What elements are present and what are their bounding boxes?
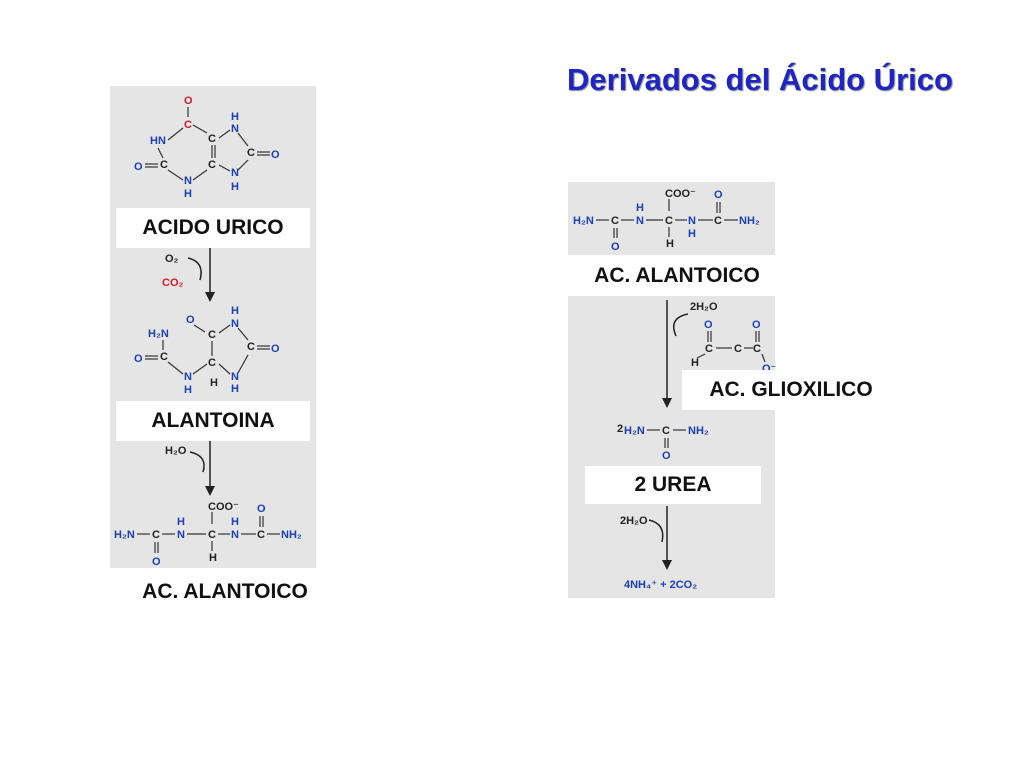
svg-text:N: N	[184, 371, 192, 383]
label-2-urea: 2 UREA	[585, 466, 761, 504]
svg-text:N: N	[688, 215, 696, 227]
svg-text:C: C	[753, 343, 761, 355]
svg-text:H: H	[231, 305, 239, 317]
urea-structure: 2 H₂N C O NH₂	[617, 423, 709, 462]
svg-text:O: O	[714, 189, 723, 201]
svg-text:O: O	[611, 241, 620, 253]
svg-text:C: C	[208, 529, 216, 541]
label-alantoina: ALANTOINA	[116, 401, 310, 441]
svg-text:N: N	[177, 529, 185, 541]
svg-text:H₂N: H₂N	[114, 529, 135, 541]
svg-text:C: C	[611, 215, 619, 227]
svg-text:COO⁻: COO⁻	[208, 501, 239, 513]
svg-text:H: H	[666, 238, 674, 250]
co2-product: CO₂	[162, 277, 184, 289]
svg-text:H: H	[688, 228, 696, 240]
svg-text:H₂N: H₂N	[148, 328, 169, 340]
two-h2o-reagent-a: 2H₂O	[690, 301, 718, 313]
o2-reagent: O₂	[165, 253, 179, 265]
svg-text:H: H	[231, 111, 239, 123]
svg-text:C: C	[208, 159, 216, 171]
svg-text:C: C	[208, 357, 216, 369]
svg-text:N: N	[636, 215, 644, 227]
svg-text:O: O	[152, 556, 161, 568]
svg-text:H: H	[184, 384, 192, 396]
right-pathway-panel	[568, 296, 775, 598]
svg-text:H₂N: H₂N	[573, 215, 594, 227]
label-acido-urico: ACIDO URICO	[116, 208, 310, 248]
svg-text:NH₂: NH₂	[281, 529, 302, 541]
svg-text:O: O	[271, 343, 280, 355]
allantoic-acid-left-structure: COO⁻ C H H₂N C O N H N H C O NH₂	[114, 501, 302, 568]
svg-text:COO⁻: COO⁻	[665, 188, 696, 200]
label-ac-glioxilico: AC. GLIOXILICO	[682, 370, 900, 410]
svg-text:O: O	[134, 161, 143, 173]
svg-text:H: H	[231, 383, 239, 395]
svg-text:O: O	[184, 95, 193, 107]
svg-text:H: H	[184, 188, 192, 200]
svg-text:N: N	[231, 529, 239, 541]
svg-text:C: C	[160, 351, 168, 363]
svg-text:N: N	[231, 167, 239, 179]
svg-text:O: O	[134, 353, 143, 365]
svg-text:H: H	[636, 202, 644, 214]
svg-text:C: C	[247, 147, 255, 159]
slide-title: Derivados del Ácido Úrico	[567, 62, 953, 97]
svg-text:C: C	[665, 215, 673, 227]
svg-text:H: H	[231, 516, 239, 528]
svg-text:C: C	[705, 343, 713, 355]
svg-text:O: O	[186, 314, 195, 326]
svg-text:H: H	[691, 357, 699, 369]
svg-text:C: C	[714, 215, 722, 227]
svg-text:H: H	[209, 552, 217, 564]
svg-text:2: 2	[617, 423, 623, 435]
svg-text:C: C	[160, 159, 168, 171]
svg-text:O: O	[271, 149, 280, 161]
svg-text:O: O	[704, 319, 713, 331]
svg-text:H₂N: H₂N	[624, 425, 645, 437]
svg-text:C: C	[208, 329, 216, 341]
svg-text:NH₂: NH₂	[688, 425, 709, 437]
svg-text:HN: HN	[150, 135, 166, 147]
svg-text:C: C	[257, 529, 265, 541]
svg-text:O: O	[752, 319, 761, 331]
svg-text:C: C	[247, 341, 255, 353]
svg-text:N: N	[231, 123, 239, 135]
svg-text:N: N	[184, 175, 192, 187]
svg-text:NH₂: NH₂	[739, 215, 760, 227]
label-ac-alantoico-right: AC. ALANTOICO	[566, 258, 788, 294]
two-h2o-reagent-b: 2H₂O	[620, 515, 648, 527]
svg-text:C: C	[662, 425, 670, 437]
svg-text:H: H	[231, 181, 239, 193]
svg-text:C: C	[152, 529, 160, 541]
svg-text:H: H	[177, 516, 185, 528]
uric-acid-structure: O C HN C N H C C O N H C O N H	[134, 95, 280, 200]
final-products: 4NH₄⁺ + 2CO₂	[624, 579, 697, 591]
svg-text:N: N	[231, 318, 239, 330]
h2o-reagent: H₂O	[165, 445, 187, 457]
label-ac-alantoico-left: AC. ALANTOICO	[112, 574, 338, 610]
allantoic-acid-right-structure: COO⁻ C H H₂N C O N H N H C O NH₂	[573, 188, 760, 253]
svg-text:O: O	[662, 450, 671, 462]
svg-text:C: C	[734, 343, 742, 355]
allantoin-structure: H₂N O C N H C C O N H H C O N H	[134, 305, 280, 396]
svg-text:O: O	[257, 503, 266, 515]
svg-text:C: C	[208, 133, 216, 145]
glyoxylic-acid-structure: O O C C C H O⁻	[691, 319, 777, 375]
svg-text:H: H	[210, 377, 218, 389]
right-allantoic-panel	[568, 182, 775, 255]
svg-text:C: C	[184, 119, 192, 131]
svg-text:N: N	[231, 371, 239, 383]
